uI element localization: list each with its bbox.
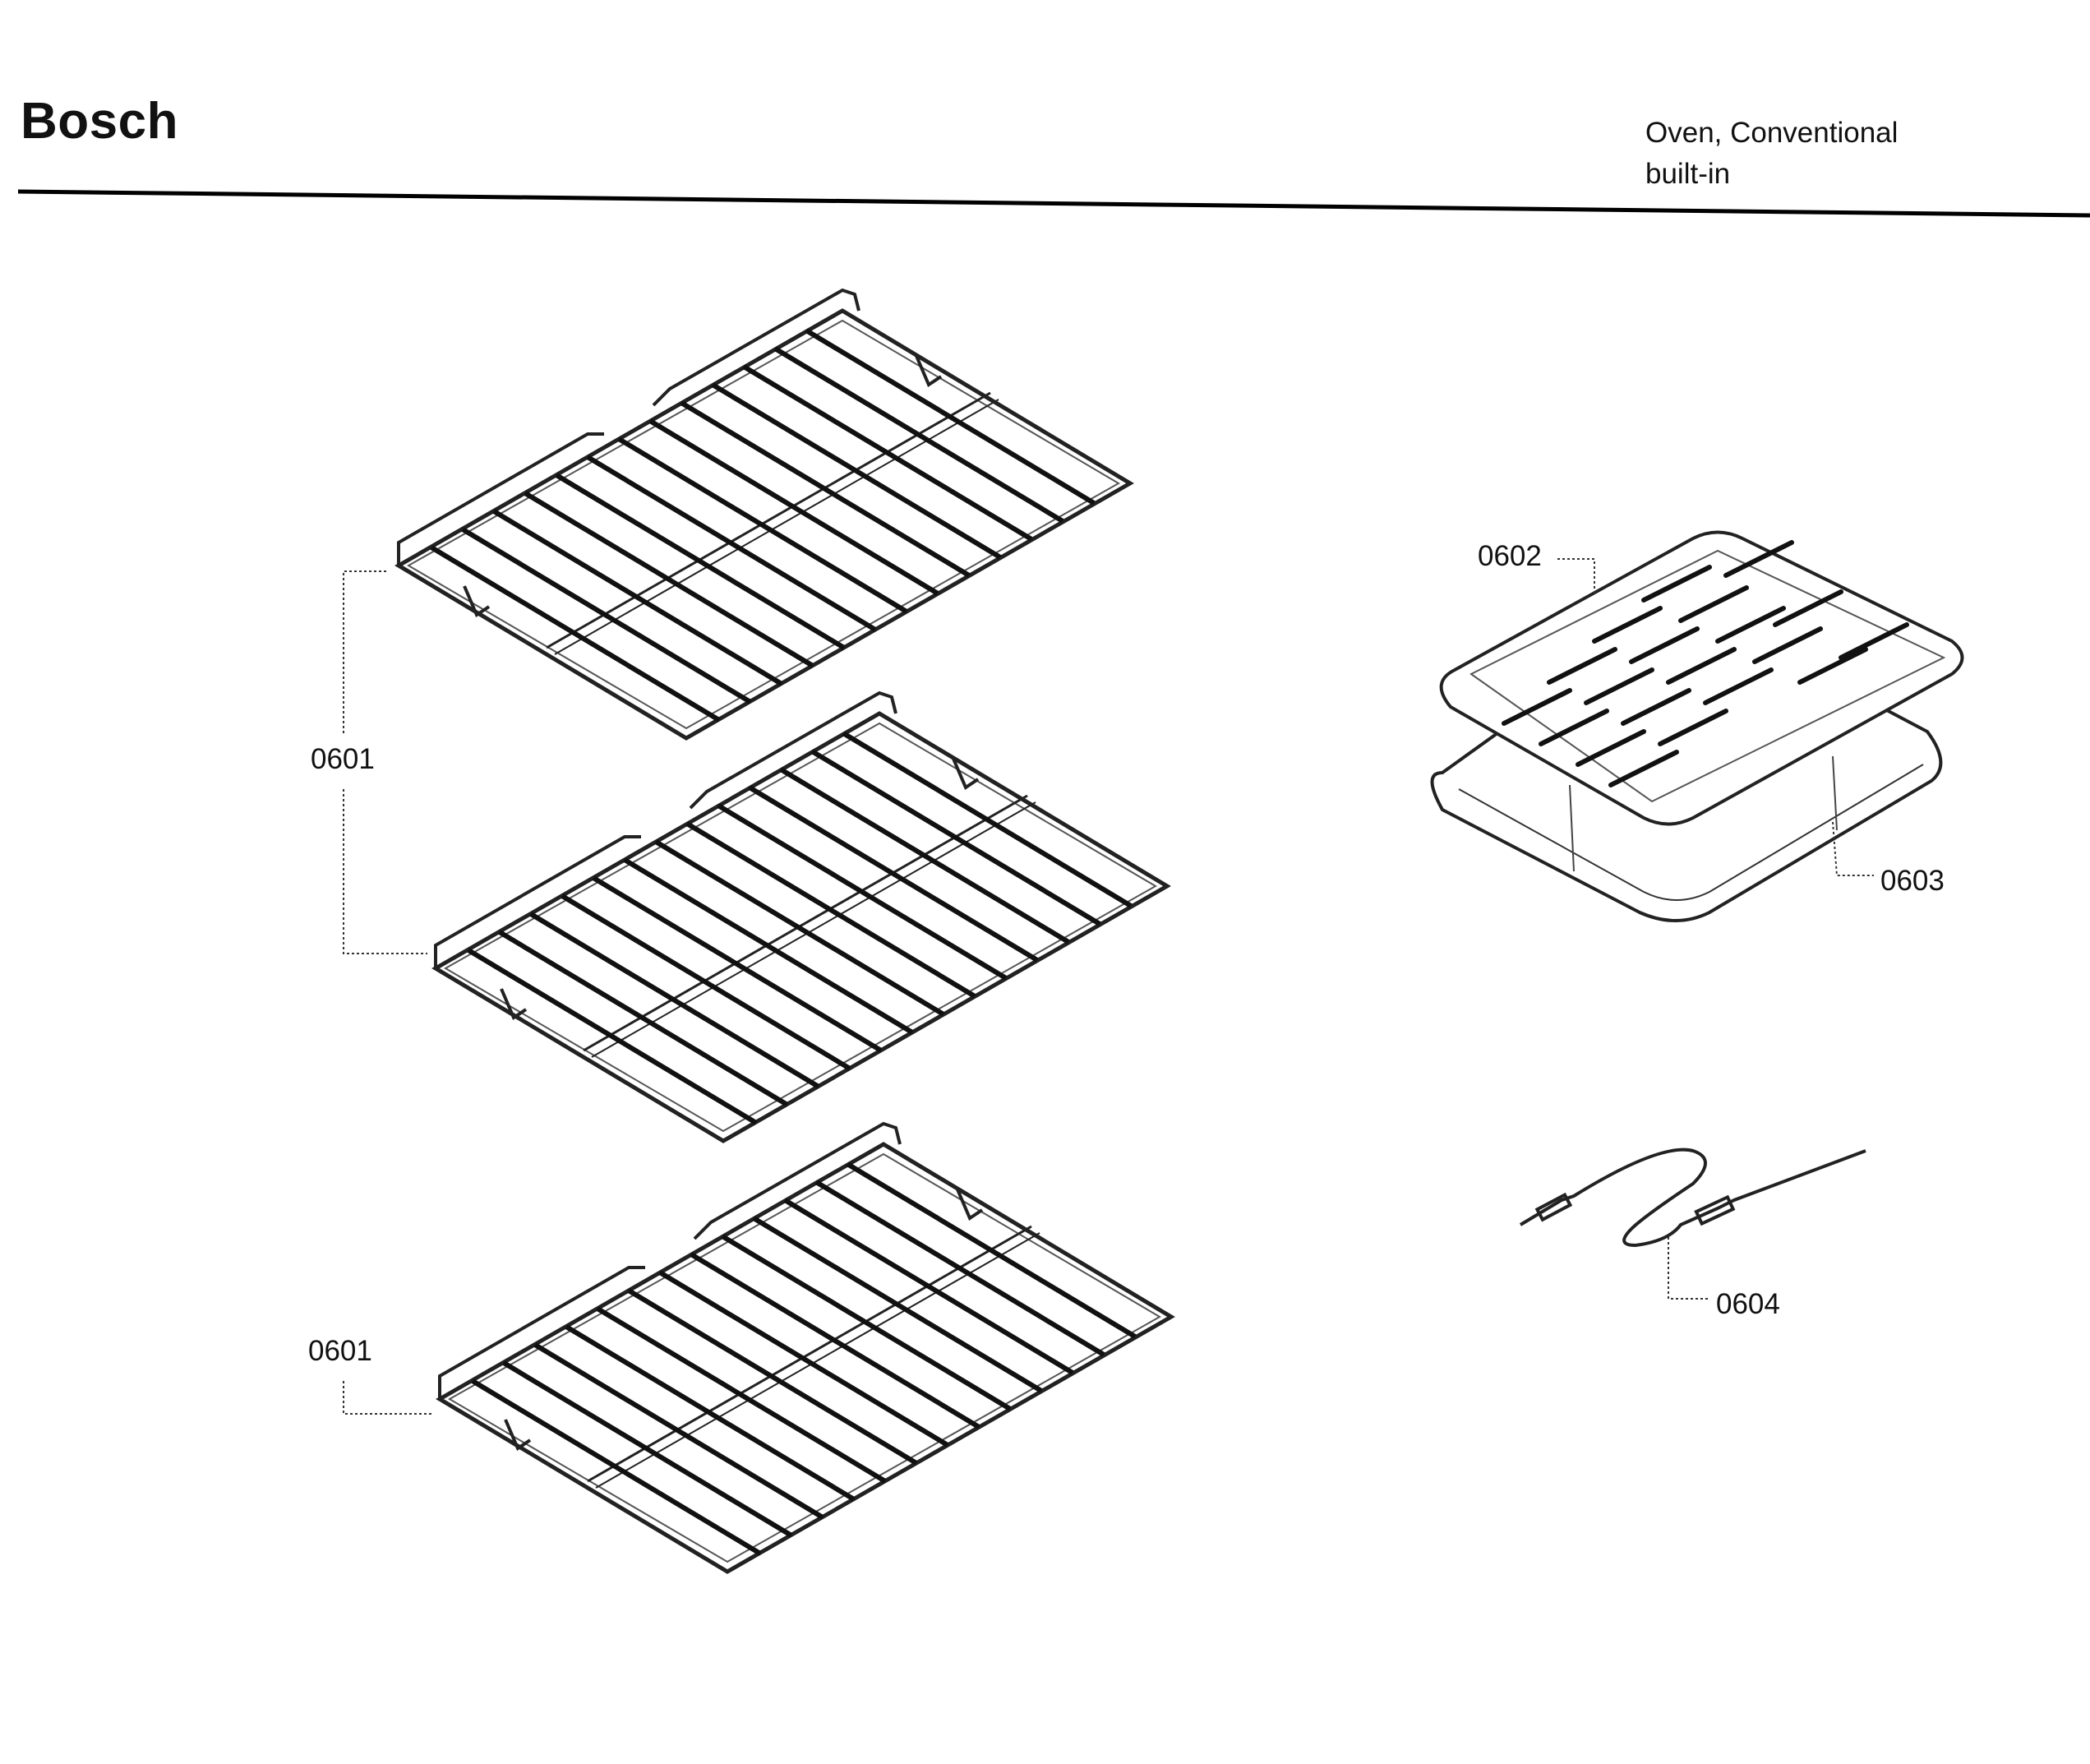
- callout-rack-lower: 0601: [308, 1335, 372, 1367]
- callout-broil-pan: 0603: [1880, 865, 1945, 897]
- product-subtype: built-in: [1645, 158, 1731, 190]
- leader-lines: [343, 558, 1874, 1415]
- oven-rack-upper: [399, 290, 1130, 738]
- brand-name: Bosch: [21, 93, 178, 150]
- callout-broil-pan-insert: 0602: [1478, 540, 1542, 572]
- callout-meat-probe: 0604: [1716, 1288, 1780, 1320]
- oven-rack-lower: [440, 1124, 1171, 1572]
- header-rule: [17, 189, 2090, 218]
- oven-rack-middle: [436, 693, 1167, 1141]
- callout-rack-upper-pair: 0601: [311, 743, 375, 775]
- broil-pan-insert: [1439, 530, 1964, 826]
- product-type: Oven, Conventional: [1645, 117, 1899, 149]
- meat-probe: [1519, 1148, 1866, 1248]
